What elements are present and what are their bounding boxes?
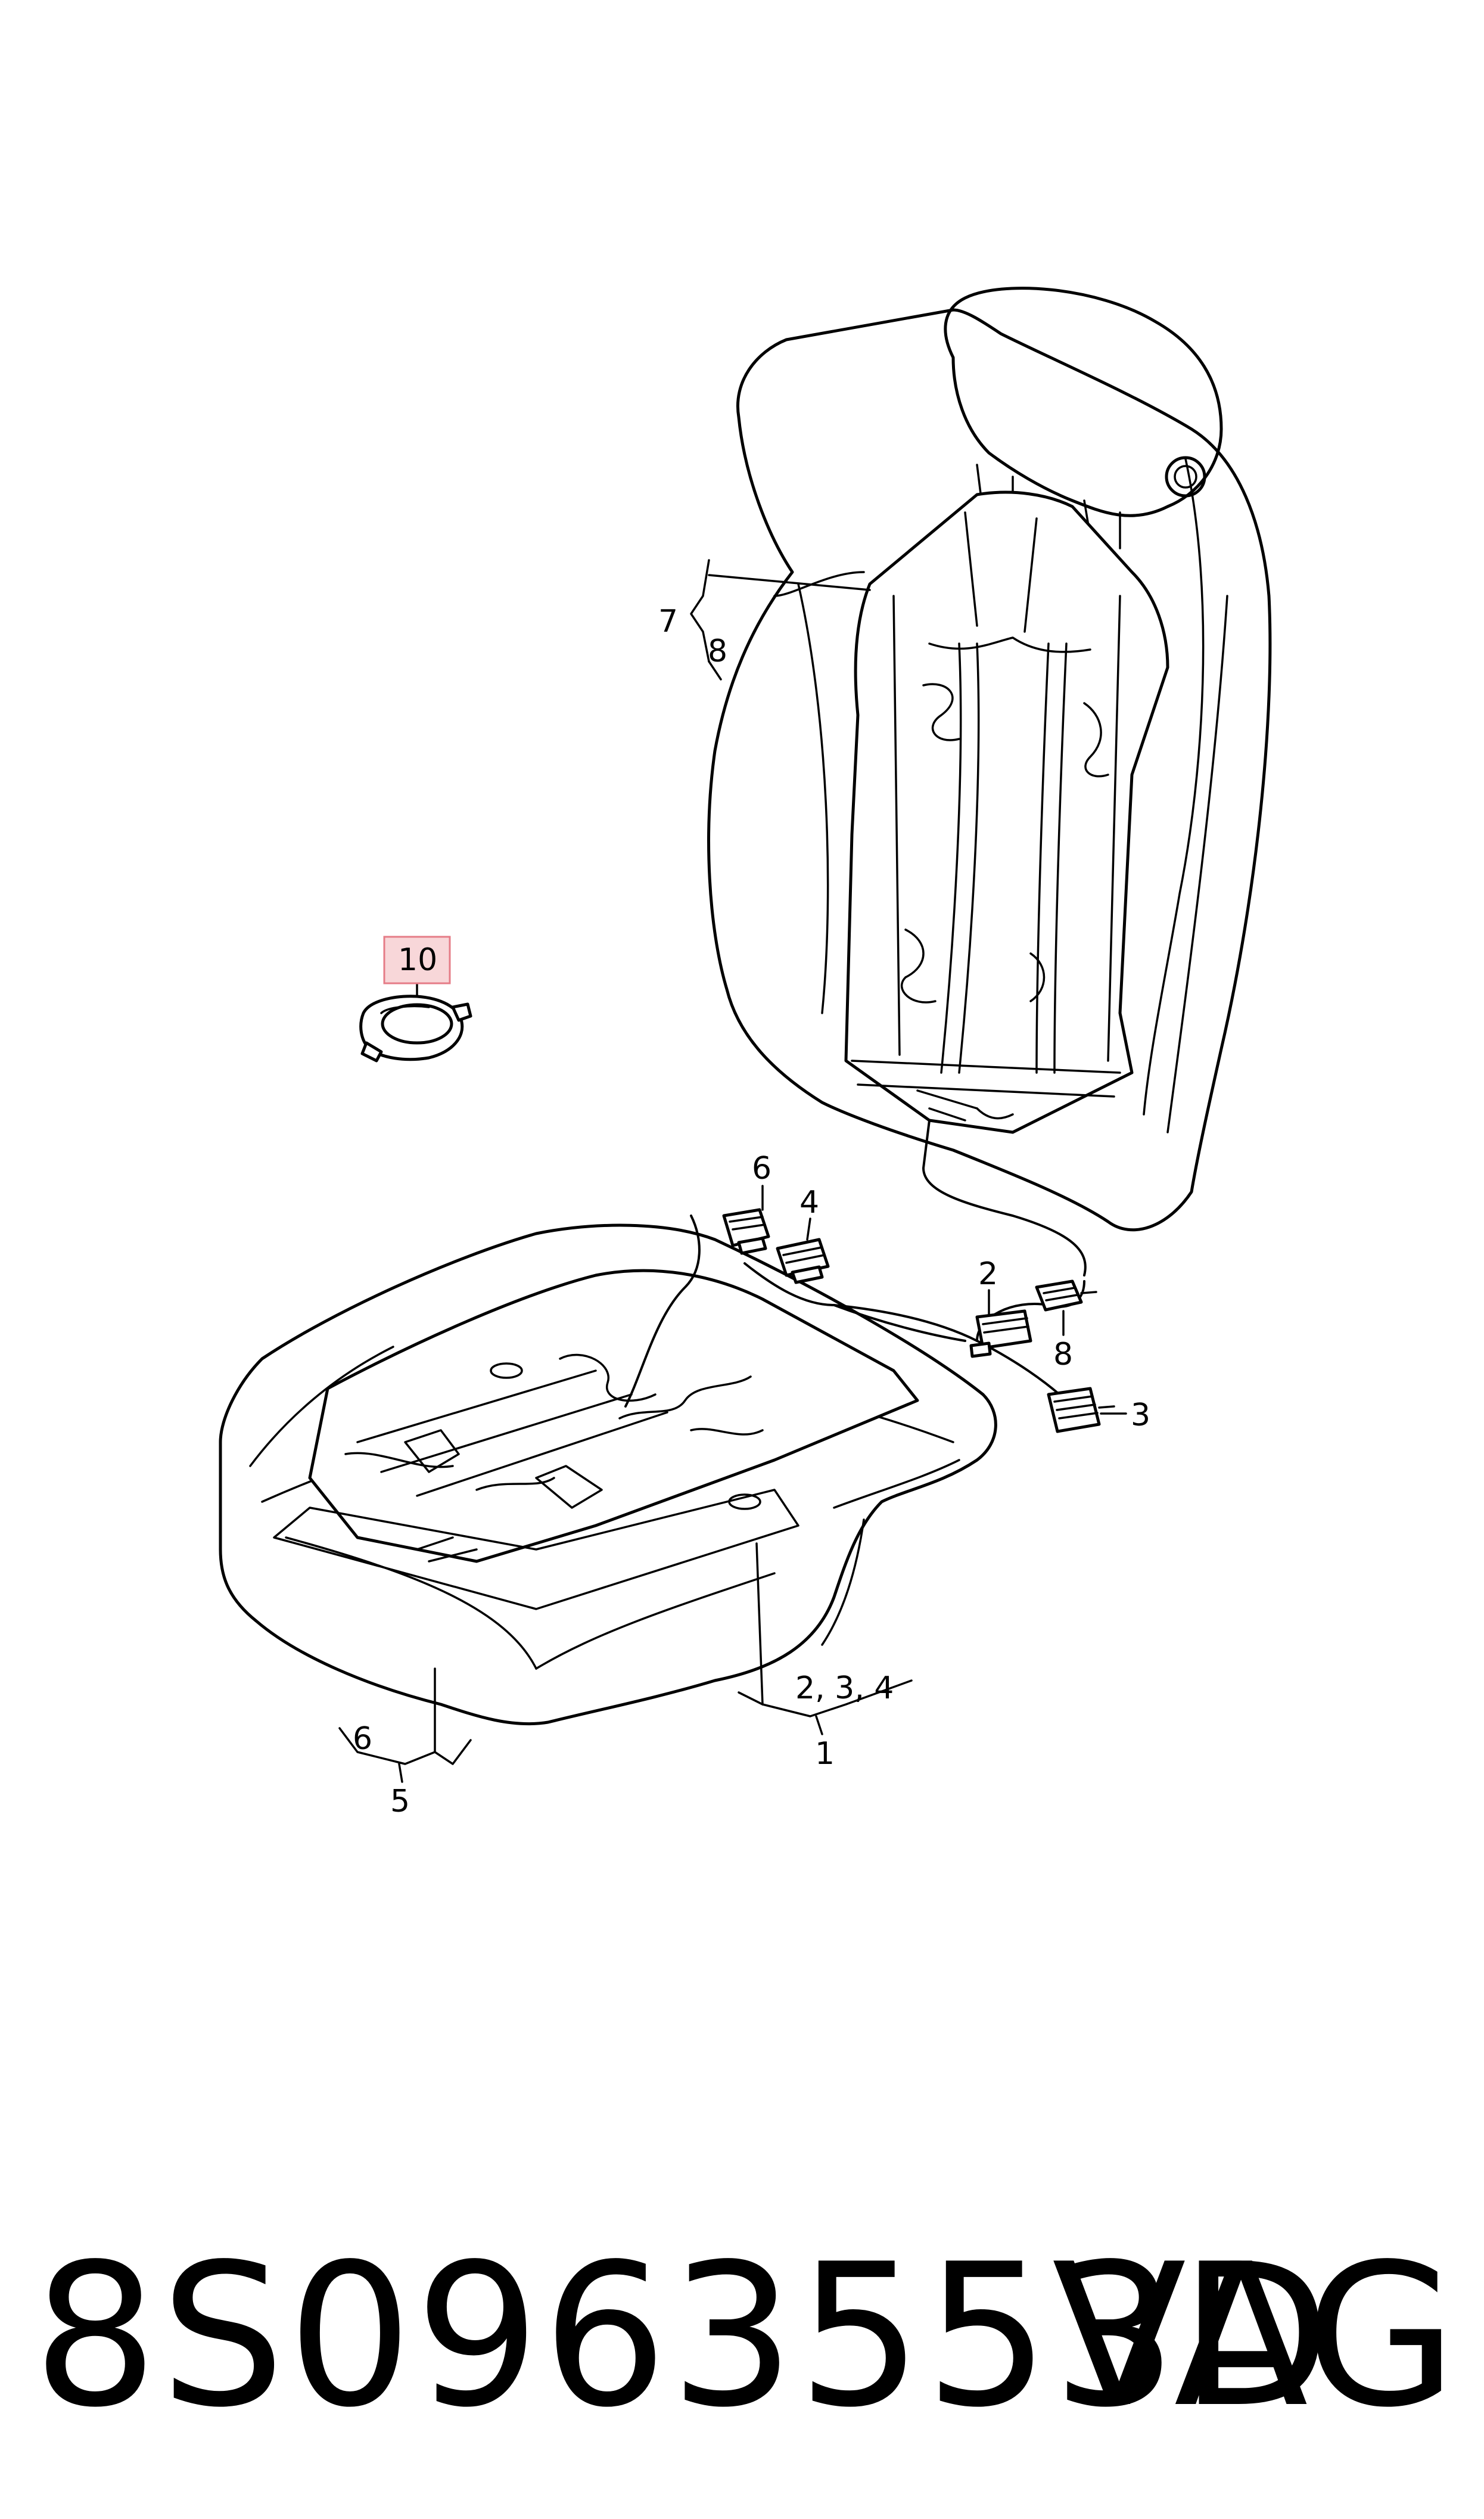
callout-7: 7 <box>658 604 678 639</box>
leader-lines <box>338 559 1127 1783</box>
seat-heating-exploded-diagram: 7 8 10 6 4 2 8 3 2, 3, 4 1 6 5 <box>219 287 1272 1819</box>
brand-label: VAG <box>1051 2222 1457 2450</box>
callout-3: 3 <box>1131 1397 1150 1433</box>
connector-6 <box>722 1208 770 1255</box>
connector-3 <box>1047 1387 1115 1433</box>
connector-2 <box>969 1309 1032 1358</box>
part-10-highlight <box>383 936 451 984</box>
callout-6-bottom: 6 <box>353 1721 372 1757</box>
callout-6-top: 6 <box>752 1151 771 1186</box>
connector-8 <box>1035 1279 1097 1312</box>
part-10-sensor <box>359 982 472 1063</box>
part-number: 8S0963553D <box>33 2222 1334 2450</box>
callout-4-top: 4 <box>799 1185 819 1220</box>
callout-1: 1 <box>815 1736 835 1772</box>
callout-8-backrest: 8 <box>708 633 727 669</box>
callout-2-3-4: 2, 3, 4 <box>795 1670 894 1706</box>
callout-2: 2 <box>978 1256 998 1292</box>
cushion-heating-mat <box>273 1269 919 1610</box>
connector-4 <box>776 1238 830 1284</box>
backrest-heating-mat <box>844 490 1169 1276</box>
seat-backrest <box>707 287 1272 1232</box>
callout-5: 5 <box>390 1784 410 1819</box>
callout-10: 10 <box>398 942 437 978</box>
callout-8-connector: 8 <box>1053 1337 1073 1372</box>
